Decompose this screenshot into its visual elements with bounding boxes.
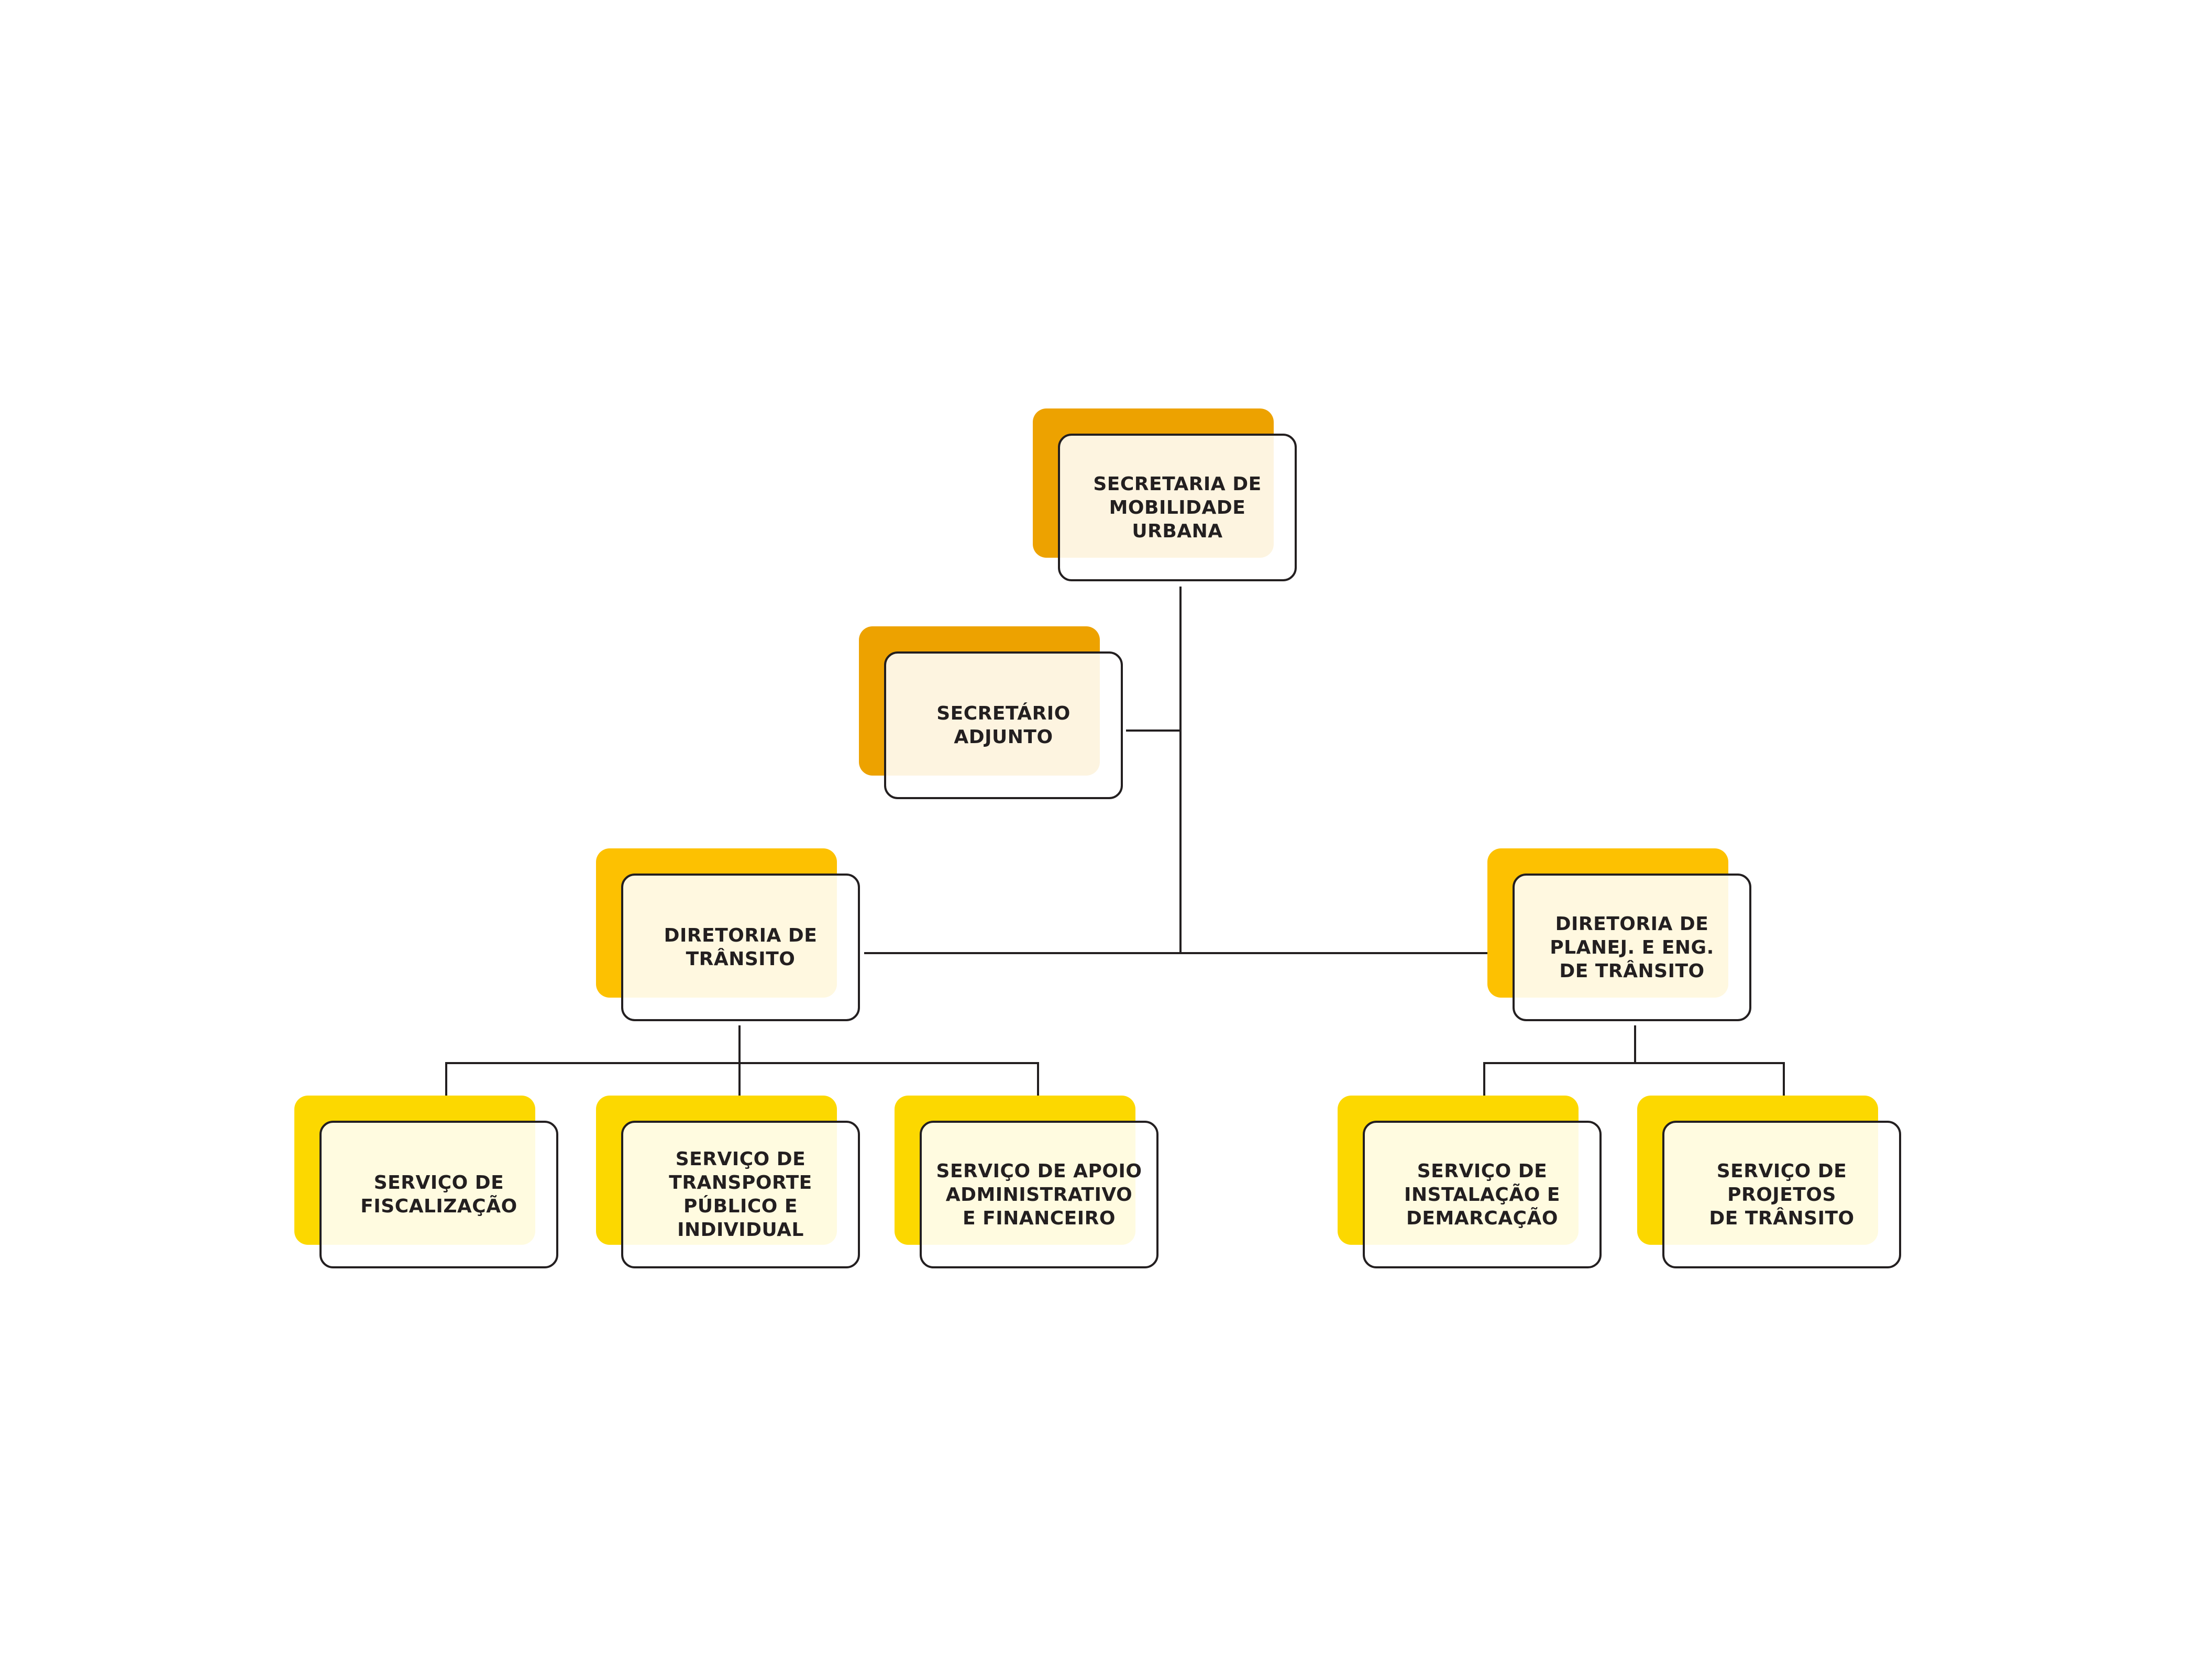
node-label: SERVIÇO DE TRANSPORTE PÚBLICO E INDIVIDU… (669, 1148, 812, 1241)
node-servico-transporte: SERVIÇO DE TRANSPORTE PÚBLICO E INDIVIDU… (596, 1096, 860, 1268)
node-servico-instalacao: SERVIÇO DE INSTALAÇÃO E DEMARCAÇÃO (1338, 1096, 1602, 1268)
node-label: SERVIÇO DE INSTALAÇÃO E DEMARCAÇÃO (1404, 1160, 1560, 1229)
node-label: SERVIÇO DE PROJETOS DE TRÂNSITO (1709, 1160, 1855, 1229)
node-card: SERVIÇO DE TRANSPORTE PÚBLICO E INDIVIDU… (621, 1121, 860, 1268)
node-label: SERVIÇO DE FISCALIZAÇÃO (360, 1172, 517, 1217)
node-card: SERVIÇO DE PROJETOS DE TRÂNSITO (1662, 1121, 1901, 1268)
node-servico-fiscalizacao: SERVIÇO DE FISCALIZAÇÃO (294, 1096, 558, 1268)
node-servico-apoio: SERVIÇO DE APOIO ADMINISTRATIVO E FINANC… (895, 1096, 1158, 1268)
node-label: SECRETÁRIO ADJUNTO (936, 703, 1071, 748)
connector-to-instalacao (1483, 1062, 1485, 1100)
connector-to-projetos (1783, 1062, 1785, 1100)
node-label: SECRETARIA DE MOBILIDADE URBANA (1093, 473, 1262, 542)
connector-main-vertical (1179, 587, 1182, 954)
connector-to-secretario-adjunto (1126, 730, 1180, 732)
connector-directors-horizontal (864, 952, 1493, 954)
connector-transito-down (738, 1025, 741, 1063)
node-card: SECRETÁRIO ADJUNTO (884, 651, 1123, 799)
connector-planej-children-horizontal (1483, 1062, 1785, 1064)
node-card: SERVIÇO DE FISCALIZAÇÃO (319, 1121, 558, 1268)
node-label: DIRETORIA DE TRÂNSITO (664, 925, 818, 970)
node-card: DIRETORIA DE PLANEJ. E ENG. DE TRÂNSITO (1513, 874, 1751, 1021)
node-servico-projetos: SERVIÇO DE PROJETOS DE TRÂNSITO (1637, 1096, 1901, 1268)
connector-transito-children-horizontal (445, 1062, 1039, 1064)
node-card: SERVIÇO DE INSTALAÇÃO E DEMARCAÇÃO (1363, 1121, 1602, 1268)
node-card: SECRETARIA DE MOBILIDADE URBANA (1058, 434, 1297, 581)
connector-planej-down (1634, 1025, 1636, 1063)
connector-to-apoio (1037, 1062, 1039, 1100)
node-label: DIRETORIA DE PLANEJ. E ENG. DE TRÂNSITO (1550, 913, 1714, 982)
node-secretario-adjunto: SECRETÁRIO ADJUNTO (859, 626, 1123, 799)
node-card: DIRETORIA DE TRÂNSITO (621, 874, 860, 1021)
connector-to-fiscalizacao (445, 1062, 447, 1100)
node-diretoria-transito: DIRETORIA DE TRÂNSITO (596, 848, 860, 1021)
connector-to-transporte (738, 1062, 741, 1100)
node-secretaria-mobilidade-urbana: SECRETARIA DE MOBILIDADE URBANA (1033, 408, 1297, 581)
node-label: SERVIÇO DE APOIO ADMINISTRATIVO E FINANC… (936, 1160, 1142, 1229)
node-diretoria-planej-eng-transito: DIRETORIA DE PLANEJ. E ENG. DE TRÂNSITO (1487, 848, 1751, 1021)
node-card: SERVIÇO DE APOIO ADMINISTRATIVO E FINANC… (920, 1121, 1158, 1268)
